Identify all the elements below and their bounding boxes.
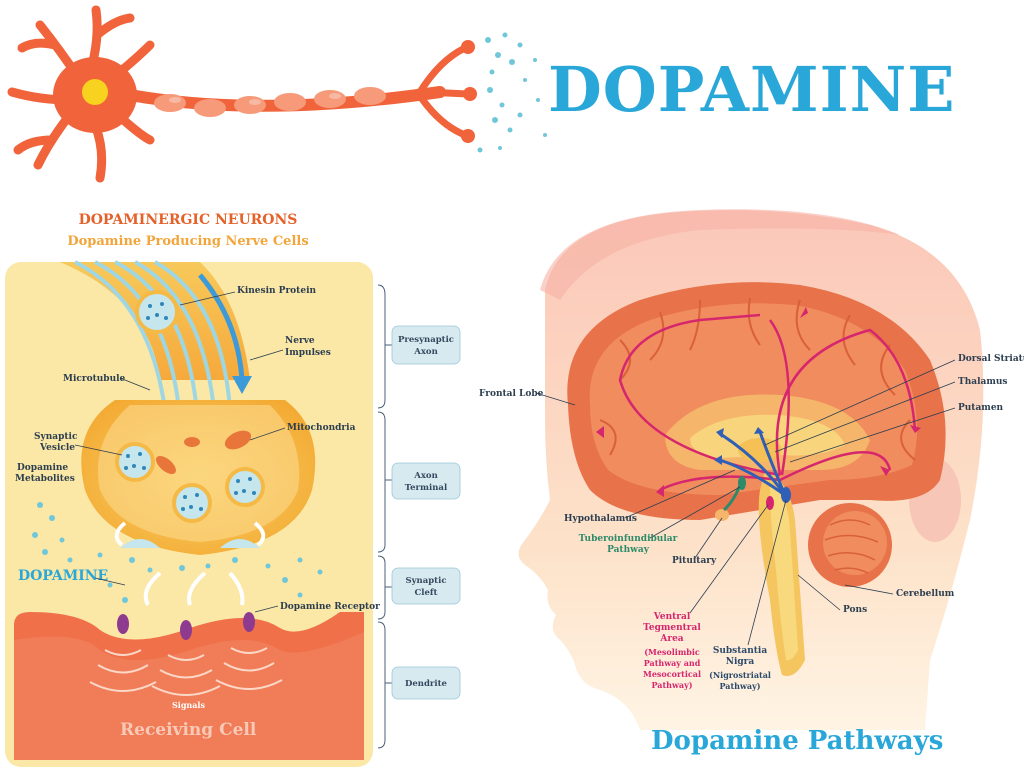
label-putamen: Putamen bbox=[958, 403, 1004, 413]
label-frontal-lobe: Frontal Lobe bbox=[479, 389, 544, 399]
label-cerebellum: Cerebellum bbox=[896, 589, 955, 599]
left-subheading: Dopamine Producing Nerve Cells bbox=[67, 234, 308, 249]
label-sn-1: Substantia bbox=[713, 646, 768, 656]
pathways-title: Dopamine Pathways bbox=[651, 726, 943, 756]
section-synaptic: Synaptic bbox=[405, 576, 446, 586]
section-terminal: Terminal bbox=[405, 483, 448, 493]
section-cleft: Cleft bbox=[415, 588, 438, 598]
label-impulses: Impulses bbox=[285, 348, 331, 358]
left-heading: DOPAMINERGIC NEURONS bbox=[79, 212, 298, 228]
label-pons: Pons bbox=[843, 605, 867, 615]
label-tubero-pathway: Pathway bbox=[607, 545, 650, 555]
synapse-panel bbox=[5, 260, 373, 767]
side-sections: Presynaptic Axon Axon Terminal Synaptic … bbox=[377, 284, 461, 749]
main-title: DOPAMINE bbox=[548, 53, 956, 126]
label-vta-5: Pathway and bbox=[644, 658, 701, 668]
section-dendrite: Dendrite bbox=[405, 679, 448, 689]
label-tubero: Tuberoinfundibular bbox=[579, 534, 678, 544]
label-synaptic: Synaptic bbox=[34, 432, 78, 442]
label-hypothalamus: Hypothalamus bbox=[564, 514, 637, 524]
label-dopamine-1: Dopamine bbox=[17, 463, 68, 473]
neuron-nucleus bbox=[82, 79, 108, 105]
neuron-illustration bbox=[7, 5, 547, 183]
section-presynaptic: Presynaptic bbox=[398, 335, 454, 345]
label-vesicle: Vesicle bbox=[39, 443, 75, 453]
label-pituitary: Pituitary bbox=[672, 556, 717, 566]
label-microtubule: Microtubule bbox=[63, 374, 126, 384]
label-receiving-cell: Receiving Cell bbox=[120, 720, 257, 740]
label-dopamine-main: DOPAMINE bbox=[18, 568, 108, 584]
label-thalamus: Thalamus bbox=[958, 377, 1007, 387]
section-axon: Axon bbox=[413, 347, 438, 357]
label-vta-2: Tegmentral bbox=[643, 623, 701, 633]
label-vta-7: Pathway) bbox=[652, 680, 693, 690]
label-vta-4: (Mesolimbic bbox=[644, 647, 700, 657]
label-kinesin: Kinesin Protein bbox=[237, 286, 316, 296]
label-metabolites: Metabolites bbox=[15, 474, 75, 484]
label-sn-2: Nigra bbox=[726, 657, 755, 667]
label-nerve: Nerve bbox=[285, 336, 315, 346]
brain-labels: Frontal Lobe Dorsal Striatum Thalamus Pu… bbox=[479, 354, 1024, 691]
label-vta-6: Mesocortical bbox=[643, 669, 701, 679]
label-vta-3: Area bbox=[659, 634, 683, 644]
label-signals: Signals bbox=[172, 700, 205, 710]
label-dorsal-striatum: Dorsal Striatum bbox=[958, 354, 1024, 364]
label-sn-4: Pathway) bbox=[720, 681, 761, 691]
section-axon-2: Axon bbox=[413, 471, 438, 481]
label-receptor: Dopamine Receptor bbox=[280, 602, 380, 612]
left-labels: Kinesin Protein Nerve Impulses Microtubu… bbox=[15, 286, 380, 740]
label-mitochondria: Mitochondria bbox=[287, 423, 356, 433]
label-vta-1: Ventral bbox=[653, 612, 691, 622]
label-sn-3: (Nigrostriatal bbox=[709, 670, 771, 680]
head-illustration bbox=[518, 209, 984, 730]
